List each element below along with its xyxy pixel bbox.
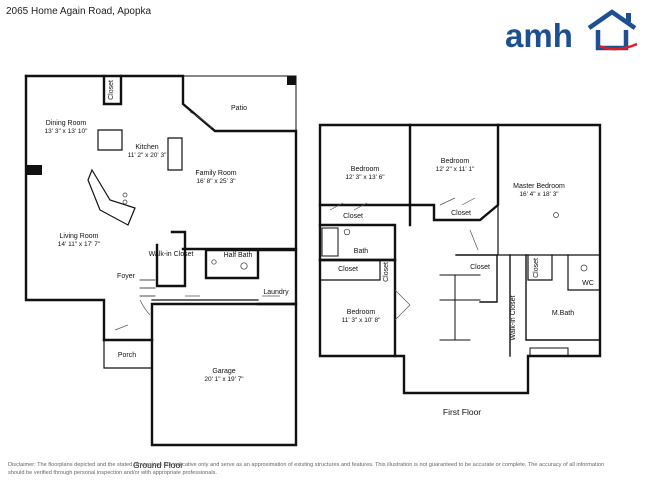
- first-floor-labels: Bedroom 12' 3" x 13' 6" Bedroom 12' 2" x…: [338, 158, 594, 417]
- room-foyer-name: Foyer: [117, 273, 136, 280]
- room-bedroom4-dims: 11' 3" x 10' 8": [342, 317, 381, 324]
- room-bedroom4-name: Bedroom: [347, 309, 376, 316]
- logo-text: amh: [505, 17, 573, 54]
- room-bath-name: Bath: [354, 248, 369, 255]
- logo-swoosh: [598, 42, 638, 51]
- room-closet-name: Closet: [451, 210, 471, 217]
- logo-roof-icon: [587, 9, 637, 30]
- ground-floor-label: Ground Floor: [133, 460, 183, 470]
- room-closet-name: Closet: [338, 266, 358, 273]
- room-halfbath-name: Half Bath: [224, 252, 253, 259]
- room-bedroom2-name: Bedroom: [441, 158, 470, 165]
- room-kitchen-dims: 11' 2" x 20' 3": [128, 152, 167, 159]
- room-dining-name: Dining Room: [46, 120, 87, 127]
- logo-chimney: [626, 13, 631, 22]
- room-bedroom1-name: Bedroom: [351, 166, 380, 173]
- room-master-dims: 16' 4" x 18' 3": [519, 191, 559, 198]
- amh-logo: amh: [505, 9, 638, 54]
- toilet-icon: [211, 259, 217, 265]
- room-wc-name: WC: [582, 280, 594, 287]
- room-mbath-name: M.Bath: [552, 310, 574, 317]
- room-closet-name: Closet: [108, 80, 115, 100]
- room-garage-dims: 20' 1" x 19' 7": [204, 376, 244, 383]
- room-closet-name: Closet: [343, 213, 363, 220]
- room-patio-name: Patio: [231, 105, 247, 112]
- ground-floor-labels: Dining Room 13' 3" x 13' 10" Kitchen 11'…: [45, 80, 290, 470]
- room-closet-name: Closet: [470, 264, 490, 271]
- first-floor-walls: [318, 123, 602, 395]
- room-walkin-name: Walk-in Closet: [510, 296, 517, 341]
- room-family-name: Family Room: [195, 170, 236, 177]
- room-walkin-name: Walk-in Closet: [149, 251, 194, 258]
- ground-floor-walls: [24, 74, 298, 447]
- room-bedroom1-dims: 12' 3" x 13' 6": [345, 174, 385, 181]
- room-family-dims: 16' 8" x 25' 3": [196, 178, 236, 185]
- disclaimer: Disclaimer: The floorplans depicted and …: [8, 462, 605, 476]
- room-laundry-name: Laundry: [263, 289, 289, 296]
- room-closet-name: Closet: [383, 262, 390, 282]
- room-kitchen-name: Kitchen: [135, 144, 158, 151]
- property-address: 2065 Home Again Road, Apopka: [6, 6, 152, 17]
- room-porch-name: Porch: [118, 352, 136, 359]
- first-floor-label: First Floor: [443, 407, 481, 417]
- room-bedroom2-dims: 12' 2" x 11' 1": [436, 166, 475, 173]
- fixtures: [122, 192, 588, 272]
- room-closet-name: Closet: [533, 258, 540, 278]
- room-living-dims: 14' 11" x 17' 7": [58, 241, 101, 248]
- room-master-name: Master Bedroom: [513, 183, 565, 190]
- room-dining-dims: 13' 3" x 13' 10": [45, 128, 89, 135]
- room-living-name: Living Room: [60, 233, 99, 240]
- room-garage-name: Garage: [212, 368, 235, 375]
